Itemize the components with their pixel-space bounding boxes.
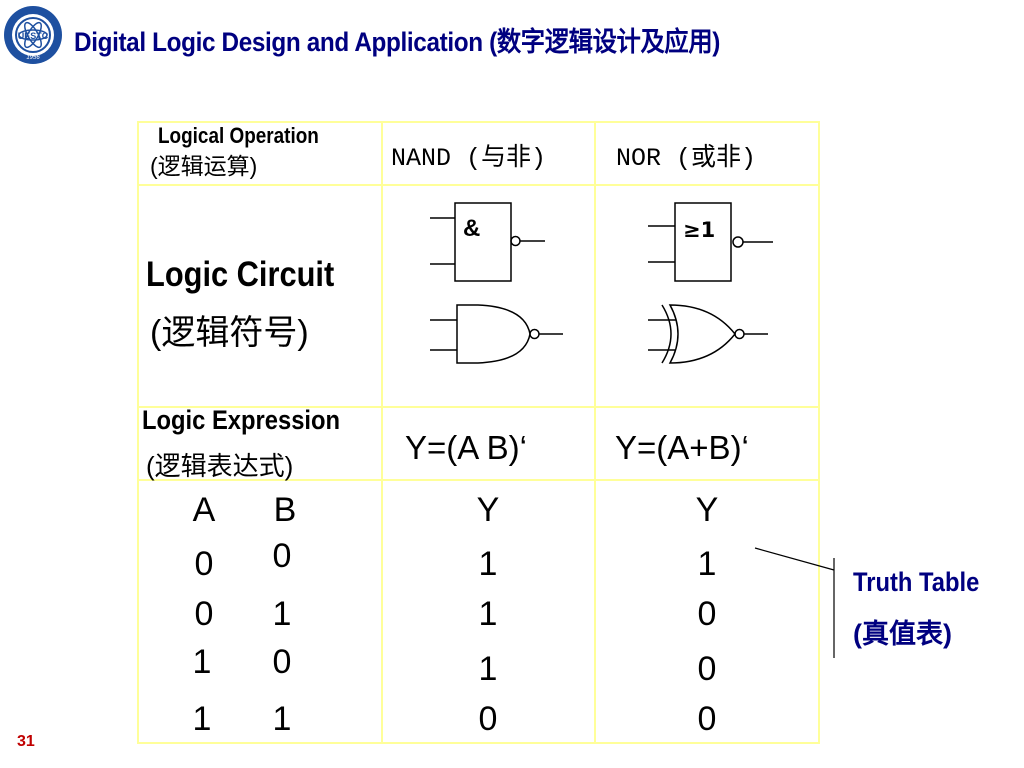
nor-gate-rect-symbol [648, 202, 773, 282]
logo-year: 1956 [26, 55, 40, 61]
truth-table-header-y-nand: Y [476, 491, 500, 529]
operation-header-label-cn: (逻辑运算) [150, 153, 258, 179]
truth-table-cell: 1 [272, 595, 292, 633]
table-column-divider [381, 121, 383, 744]
truth-table-cell: 1 [478, 545, 498, 583]
logic-expression-label: Logic Expression [142, 405, 341, 435]
nand-header: NAND (与非) [391, 144, 547, 173]
logic-circuit-label: Logic Circuit [146, 255, 335, 294]
nor-symbol-text: ≥1 [683, 218, 715, 242]
truth-table-cell: 0 [194, 545, 214, 583]
truth-table-header-b: B [273, 491, 297, 529]
truth-table-cell: 0 [272, 643, 292, 681]
truth-table-callout-label: Truth Table [853, 567, 980, 597]
logo-text: UESTC [18, 31, 49, 41]
truth-table-callout-lines [754, 547, 835, 658]
table-row-divider [137, 479, 820, 481]
logic-circuit-label-cn: (逻辑符号) [150, 314, 309, 352]
university-logo-icon: UESTC 1956 [4, 6, 62, 64]
truth-table-cell: 0 [194, 595, 214, 633]
truth-table-cell: 0 [697, 700, 717, 738]
slide-title: Digital Logic Design and Application (数字… [74, 27, 721, 57]
truth-table-cell: 0 [478, 700, 498, 738]
truth-table-cell: 0 [697, 595, 717, 633]
truth-table-callout-label-cn: (真值表) [853, 619, 952, 649]
truth-table-cell: 1 [272, 700, 292, 738]
truth-table-cell: 1 [478, 595, 498, 633]
nand-symbol-text: & [463, 215, 480, 242]
nand-gate-rect-symbol [430, 202, 545, 282]
table-border-left [137, 121, 139, 744]
nor-gate-shape-symbol [648, 304, 768, 364]
nor-header: NOR (或非) [616, 144, 757, 173]
operation-header-label: Logical Operation [158, 123, 319, 148]
table-border-top [137, 121, 820, 123]
table-column-divider [594, 121, 596, 744]
truth-table-header-a: A [192, 491, 216, 529]
truth-table-cell: 1 [697, 545, 717, 583]
table-border-bottom [137, 742, 820, 744]
truth-table-cell: 0 [272, 537, 292, 575]
truth-table-header-y-nor: Y [695, 491, 719, 529]
truth-table-cell: 1 [192, 700, 212, 738]
nor-expression: Y=(A+B)‘ [615, 429, 749, 466]
page-number: 31 [17, 733, 35, 750]
logic-expression-label-cn: (逻辑表达式) [146, 451, 294, 481]
table-border-right [818, 121, 820, 744]
truth-table-cell: 0 [697, 650, 717, 688]
truth-table-cell: 1 [478, 650, 498, 688]
table-row-divider [137, 184, 820, 186]
table-row-divider [137, 406, 820, 408]
truth-table-cell: 1 [192, 643, 212, 681]
nand-expression: Y=(A B)‘ [405, 429, 527, 466]
nand-gate-shape-symbol [430, 304, 563, 364]
